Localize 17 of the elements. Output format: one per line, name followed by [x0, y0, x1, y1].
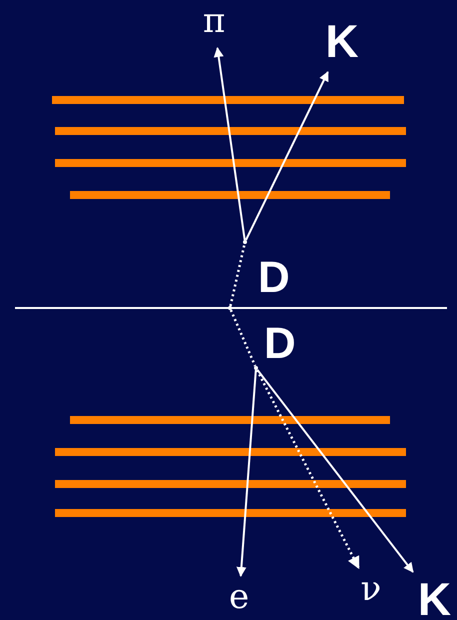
particle-label: e — [224, 580, 254, 620]
particle-track-arrow — [236, 370, 257, 577]
particle-label: π — [200, 4, 228, 44]
dotted-track — [229, 244, 246, 306]
particle-track-arrow — [256, 369, 414, 573]
edge-label: D — [264, 322, 296, 366]
particle-track-arrow — [214, 47, 246, 240]
particle-label: ν — [356, 572, 386, 612]
particle-track-arrow — [245, 71, 329, 240]
dotted-track — [256, 369, 360, 570]
particle-label: K — [318, 18, 366, 68]
vertex-point — [243, 240, 247, 244]
vertex-point — [254, 366, 258, 370]
particle-label: K — [412, 576, 457, 620]
edge-label: D — [258, 256, 290, 300]
dotted-track — [230, 310, 256, 366]
vertex-point — [228, 306, 232, 310]
